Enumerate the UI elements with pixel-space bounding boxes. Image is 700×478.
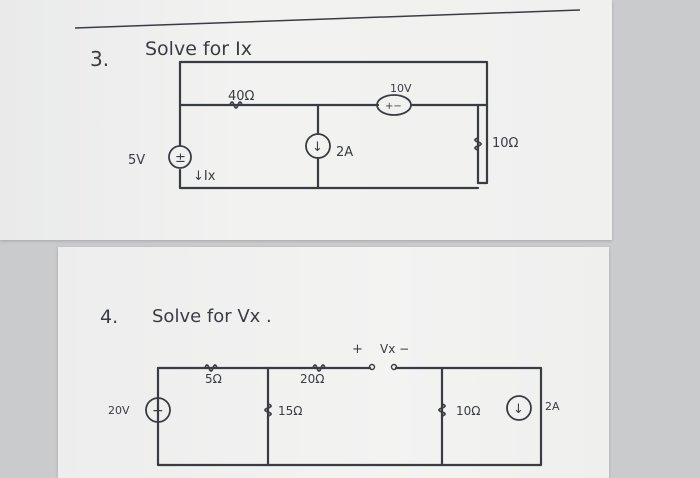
p4-source-20v-symbol [145,397,171,423]
p4-resistor-5-label: 5Ω [205,372,222,386]
p3-current-ix-label: ↓Ix [193,169,216,184]
p4-vx-plus: + [352,342,363,357]
p3-source-5v-symbol [168,145,192,169]
worksheet-page-top [0,0,612,240]
problem-3-number: 3. [90,47,109,71]
p3-source-10v-polarity: +− [385,101,402,112]
problem-4: 4. Solve for Vx . + Vx − 5Ω 20Ω 20V + [100,306,560,467]
worksheet-page-bottom [58,247,609,478]
p3-source-10v-label: 10V [390,82,412,95]
problem-4-prompt: Solve for Vx . [152,306,272,327]
p4-current-source-2a-arrow: ↓ [513,402,524,417]
p4-resistor-10-label: 10Ω [456,404,480,418]
p4-resistor-10-symbol [438,403,446,417]
p4-resistor-15-symbol [264,403,272,417]
p3-current-source-2a-symbol [305,133,331,159]
p3-resistor-40-symbol [229,101,243,109]
p3-top-outer-wire [178,60,489,185]
p4-resistor-20-label: 20Ω [300,372,324,386]
p3-source-10v-symbol [376,94,412,116]
p3-current-source-2a-arrow: ↓ [312,140,323,155]
p4-resistor-20-symbol [312,364,326,372]
p3-source-5v-label: 5V [128,153,145,168]
p4-source-20v-sign: + [152,403,164,419]
p4-vx-label: Vx − [380,342,409,356]
problem-3: 3. Solve for Ix 40Ω 10V +− 5V ± ↓Ix [90,38,519,190]
p4-current-source-2a-symbol [506,395,532,421]
p4-resistor-15-label: 15Ω [278,404,302,418]
problem-3-prompt: Solve for Ix [145,38,252,60]
problem-4-number: 4. [100,306,118,328]
p3-resistor-10-label: 10Ω [492,136,519,151]
p4-terminal-plus [368,363,376,371]
p3-source-5v-sign: ± [175,151,186,166]
p4-current-source-2a-label: 2A [545,400,560,413]
p4-source-20v-label: 20V [108,404,130,417]
p4-resistor-5-symbol [204,364,218,372]
p3-current-source-2a-label: 2A [336,145,353,160]
p4-outer-loop-wire [156,366,543,467]
p3-resistor-40-label: 40Ω [228,89,255,104]
page-rule-line [74,9,581,29]
p3-resistor-10-symbol [474,137,482,151]
p3-bottom-wire [178,168,480,190]
